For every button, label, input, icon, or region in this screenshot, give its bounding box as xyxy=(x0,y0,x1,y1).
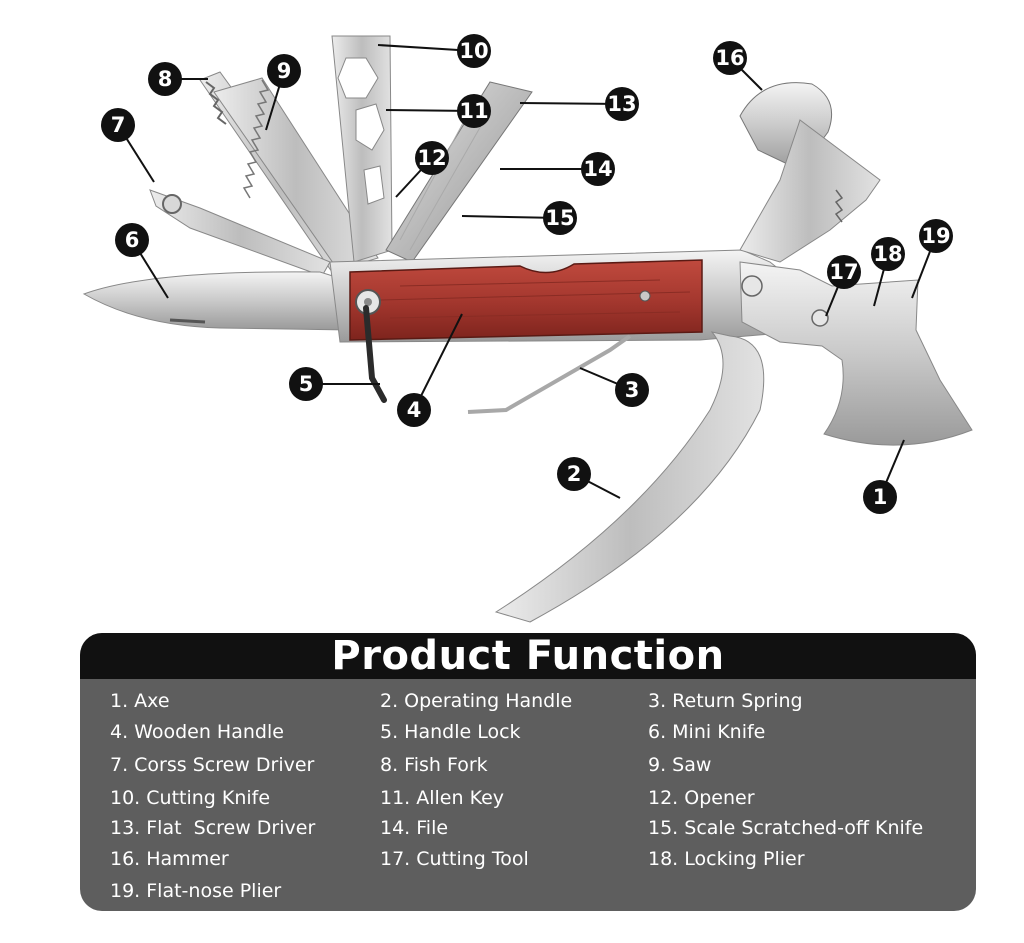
function-item-cutting-knife: 10. Cutting Knife xyxy=(110,787,271,809)
panel-title: Product Function xyxy=(331,633,725,679)
product-function-panel: Product Function 1. Axe 2. Operating Han… xyxy=(80,633,976,911)
function-item-saw: 9. Saw xyxy=(648,754,712,776)
callout-13: 13 xyxy=(605,87,639,121)
svg-text:8: 8 xyxy=(158,67,173,91)
return-spring xyxy=(467,334,632,414)
callout-14: 14 xyxy=(581,152,615,186)
svg-text:16: 16 xyxy=(715,46,744,70)
saw-blade xyxy=(213,77,379,271)
function-item-allen-key: 11. Allen Key xyxy=(380,787,505,809)
callout-11: 11 xyxy=(457,94,491,128)
svg-text:1: 1 xyxy=(873,485,888,509)
svg-text:6: 6 xyxy=(125,228,140,252)
svg-text:13: 13 xyxy=(607,92,636,116)
mini-knife-blade xyxy=(82,271,353,331)
callout-15: 15 xyxy=(543,201,577,235)
callout-9: 9 xyxy=(267,54,301,88)
operating-handle xyxy=(494,331,765,623)
callout-6: 6 xyxy=(115,223,149,257)
function-item-operating-handle: 2. Operating Handle xyxy=(380,690,573,712)
callout-18: 18 xyxy=(871,237,905,271)
function-item-flat-screw-driver: 13. Flat Screw Driver xyxy=(110,817,316,839)
callout-1: 1 xyxy=(863,480,897,514)
hammer-head xyxy=(739,82,881,263)
svg-text:10: 10 xyxy=(459,39,488,63)
svg-text:3: 3 xyxy=(625,378,640,402)
callout-17: 17 xyxy=(827,255,861,289)
svg-text:17: 17 xyxy=(829,260,858,284)
svg-text:2: 2 xyxy=(567,462,582,486)
callout-12: 12 xyxy=(415,141,449,175)
function-item-return-spring: 3. Return Spring xyxy=(648,690,803,712)
function-item-axe: 1. Axe xyxy=(110,690,170,712)
svg-text:15: 15 xyxy=(545,206,574,230)
panel-header: Product Function xyxy=(80,633,976,679)
function-item-cutting-tool: 17. Cutting Tool xyxy=(380,848,529,870)
callout-2: 2 xyxy=(557,457,591,491)
svg-text:19: 19 xyxy=(921,224,950,248)
svg-text:18: 18 xyxy=(873,242,902,266)
callout-3: 3 xyxy=(615,373,649,407)
callout-8: 8 xyxy=(148,62,182,96)
function-item-scale-scratched-off-knife: 15. Scale Scratched-off Knife xyxy=(648,817,924,839)
function-item-hammer: 16. Hammer xyxy=(110,848,229,870)
svg-text:9: 9 xyxy=(277,59,292,83)
callout-19: 19 xyxy=(919,219,953,253)
callout-5: 5 xyxy=(289,367,323,401)
function-item-locking-plier: 18. Locking Plier xyxy=(648,848,805,870)
svg-text:4: 4 xyxy=(407,398,422,422)
svg-text:14: 14 xyxy=(583,157,612,181)
callout-7: 7 xyxy=(101,108,135,142)
svg-text:7: 7 xyxy=(111,113,126,137)
cross-screwdriver-tool xyxy=(149,189,331,277)
callout-4: 4 xyxy=(397,393,431,427)
svg-text:11: 11 xyxy=(459,99,488,123)
callout-16: 16 xyxy=(713,41,747,75)
function-item-handle-lock: 5. Handle Lock xyxy=(380,721,521,743)
function-item-flat-nose-plier: 19. Flat-nose Plier xyxy=(110,880,282,902)
multitool-illustration: 1 2 3 4 5 6 7 8 9 10 11 12 13 14 15 16 1… xyxy=(82,34,973,623)
wooden-handle xyxy=(349,259,703,341)
function-item-fish-fork: 8. Fish Fork xyxy=(380,754,488,776)
svg-text:5: 5 xyxy=(299,372,314,396)
function-item-file: 14. File xyxy=(380,817,449,839)
function-item-cross-screw-driver: 7. Corss Screw Driver xyxy=(110,754,315,776)
svg-text:12: 12 xyxy=(417,146,446,170)
function-item-wooden-handle: 4. Wooden Handle xyxy=(110,721,284,743)
handle-lock xyxy=(355,289,387,403)
axe-head xyxy=(739,261,973,446)
function-item-opener: 12. Opener xyxy=(648,787,755,809)
callout-10: 10 xyxy=(457,34,491,68)
cutting-knife-allen-key-tool xyxy=(331,35,393,263)
function-item-mini-knife: 6. Mini Knife xyxy=(648,721,766,743)
